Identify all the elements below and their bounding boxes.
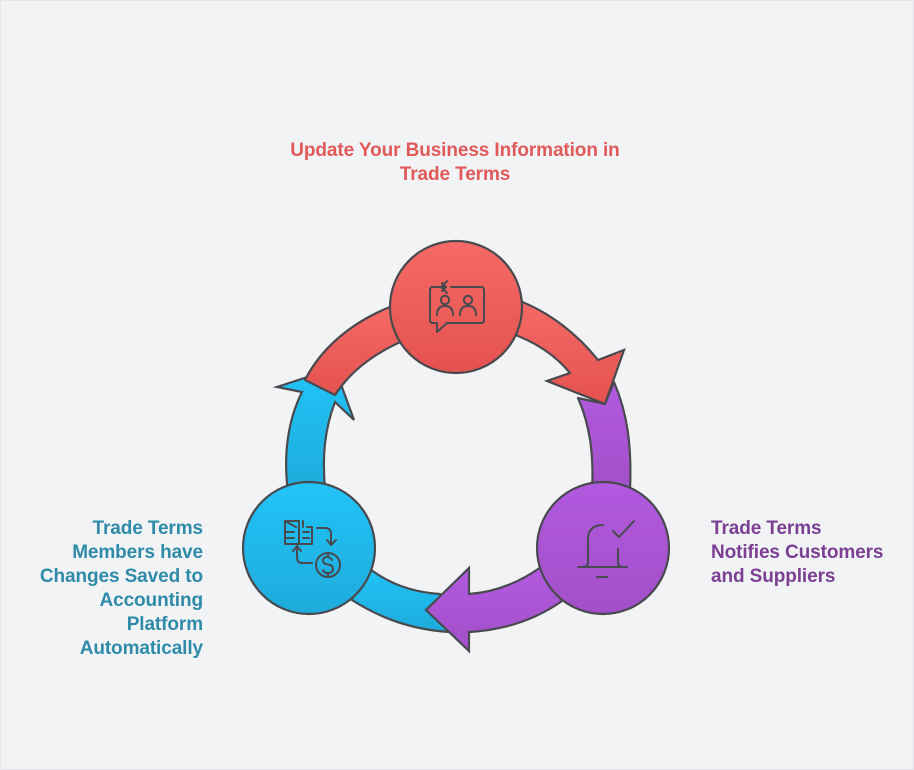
step-1-label-line: Trade Terms (399, 164, 511, 185)
arrow-step2-to-step3 (424, 565, 564, 654)
chat-people-refresh-icon (429, 280, 485, 333)
arrow-step3-to-step1 (272, 366, 356, 494)
step-1-label: Update Your Business Information in Trad… (254, 139, 656, 187)
step-2-label-line: and Suppliers (711, 566, 836, 587)
step-2-label: Trade Terms Notifies Customers and Suppl… (711, 517, 911, 589)
step-2-node[interactable] (535, 480, 671, 616)
ledger-dollar-exchange-icon (284, 520, 341, 578)
step-3-label-line: Members have (72, 542, 203, 563)
step-1-node[interactable] (388, 239, 524, 375)
step-1-label-line: Update Your Business Information in (290, 140, 620, 161)
step-3-label-line: Automatically (79, 638, 203, 659)
bell-check-icon (577, 520, 635, 578)
step-3-label: Trade Terms Members have Changes Saved t… (20, 517, 203, 661)
step-3-label-line: Changes Saved to (39, 566, 203, 587)
step-3-label-line: Accounting (99, 590, 204, 611)
step-3-label-line: Trade Terms (92, 518, 204, 539)
step-2-label-line: Trade Terms (711, 518, 822, 539)
step-2-label-line: Notifies Customers (711, 542, 884, 563)
step-3-node[interactable] (241, 480, 377, 616)
step-3-label-line: Platform (126, 614, 203, 635)
